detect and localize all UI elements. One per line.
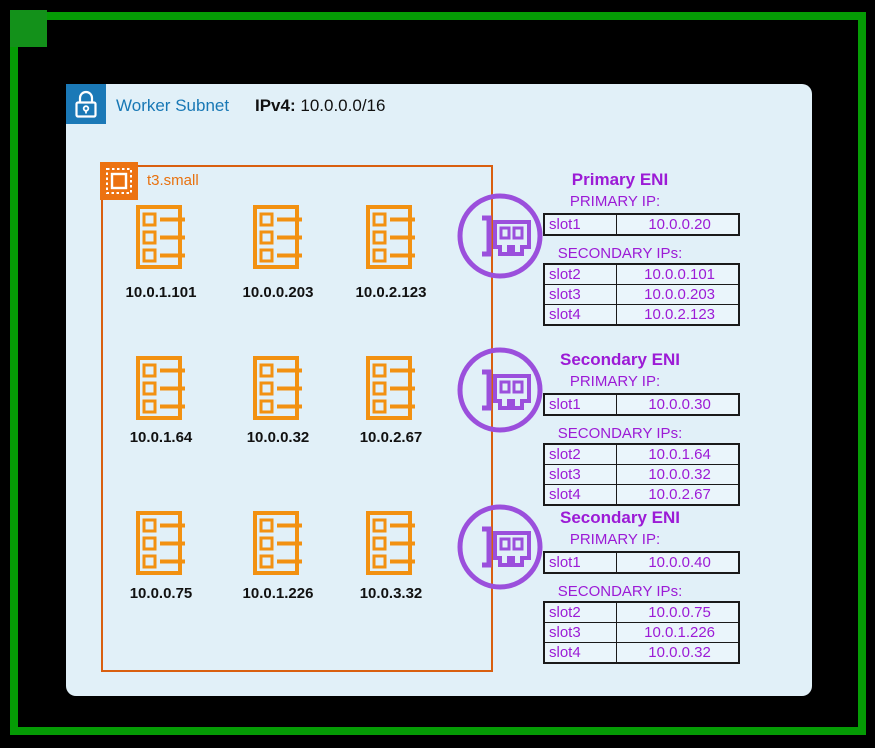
ip-cell: 10.0.0.30	[616, 393, 740, 416]
corner-square	[10, 10, 47, 47]
eni-title: Secondary ENI	[560, 350, 680, 369]
primary-ip-table: slot1 10.0.0.30	[543, 393, 740, 416]
slot-cell: slot1	[543, 393, 618, 416]
pod-ip-label: 10.0.2.123	[355, 284, 427, 301]
ip-cell: 10.0.0.101	[616, 263, 740, 285]
ip-cell: 10.0.0.32	[616, 642, 740, 664]
subnet-cidr-label: IPv4:	[255, 96, 296, 115]
table-row: slot4 10.0.0.32	[543, 642, 740, 664]
pod-manifest-icon	[366, 511, 415, 575]
pod-manifest-icon	[136, 511, 185, 575]
pod-ip-label: 10.0.1.101	[125, 284, 197, 301]
ip-cell: 10.0.1.226	[616, 622, 740, 643]
slot-cell: slot1	[543, 551, 618, 574]
pod-manifest-icon	[136, 205, 185, 269]
table-row: slot2 10.0.0.75	[543, 601, 740, 623]
ip-cell: 10.0.0.40	[616, 551, 740, 574]
ip-cell: 10.0.0.203	[616, 284, 740, 305]
ip-cell: 10.0.0.20	[616, 213, 740, 236]
ip-cell: 10.0.2.67	[616, 484, 740, 506]
slot-cell: slot1	[543, 213, 618, 236]
secondary-ips-label: SECONDARY IPs:	[557, 425, 683, 442]
secondary-ips-label: SECONDARY IPs:	[557, 245, 683, 262]
secondary-ip-table: slot2 10.0.0.101 slot3 10.0.0.203 slot4 …	[543, 263, 740, 326]
ip-cell: 10.0.1.64	[616, 443, 740, 465]
pod-ip-label: 10.0.0.32	[246, 429, 310, 446]
network-interface-icon	[457, 504, 543, 590]
slot-cell: slot2	[543, 443, 618, 465]
pod-ip-label: 10.0.0.75	[129, 585, 193, 602]
table-row: slot2 10.0.0.101	[543, 263, 740, 285]
pod-ip-label: 10.0.0.203	[242, 284, 314, 301]
pod-manifest-icon	[366, 205, 415, 269]
secondary-ip-table: slot2 10.0.0.75 slot3 10.0.1.226 slot4 1…	[543, 601, 740, 664]
table-row: slot1 10.0.0.40	[543, 551, 740, 574]
table-row: slot1 10.0.0.30	[543, 393, 740, 416]
subnet-cidr: IPv4: 10.0.0.0/16	[255, 96, 385, 116]
table-row: slot3 10.0.0.203	[543, 284, 740, 305]
network-interface-icon	[457, 347, 543, 433]
secondary-ip-table: slot2 10.0.1.64 slot3 10.0.0.32 slot4 10…	[543, 443, 740, 506]
primary-ip-label: PRIMARY IP:	[569, 193, 661, 210]
pod-manifest-icon	[253, 356, 302, 420]
slot-cell: slot2	[543, 263, 618, 285]
ip-cell: 10.0.0.32	[616, 464, 740, 485]
primary-ip-label: PRIMARY IP:	[569, 531, 661, 548]
ip-cell: 10.0.2.123	[616, 304, 740, 326]
network-interface-icon	[457, 193, 543, 279]
table-row: slot3 10.0.1.226	[543, 622, 740, 643]
lock-icon	[66, 84, 106, 124]
table-row: slot3 10.0.0.32	[543, 464, 740, 485]
instance-box	[101, 165, 493, 672]
instance-type-label: t3.small	[147, 172, 199, 189]
slot-cell: slot3	[543, 284, 618, 305]
primary-ip-table: slot1 10.0.0.20	[543, 213, 740, 236]
pod-ip-label: 10.0.3.32	[359, 585, 423, 602]
pod-manifest-icon	[366, 356, 415, 420]
slot-cell: slot4	[543, 484, 618, 506]
slot-cell: slot4	[543, 642, 618, 664]
eni-title: Primary ENI	[571, 170, 669, 189]
slot-cell: slot3	[543, 464, 618, 485]
table-row: slot1 10.0.0.20	[543, 213, 740, 236]
table-row: slot4 10.0.2.67	[543, 484, 740, 506]
eni-title: Secondary ENI	[560, 508, 680, 527]
table-row: slot4 10.0.2.123	[543, 304, 740, 326]
green-border-frame	[10, 12, 866, 735]
pod-manifest-icon	[253, 511, 302, 575]
slot-cell: slot3	[543, 622, 618, 643]
pod-manifest-icon	[136, 356, 185, 420]
ip-cell: 10.0.0.75	[616, 601, 740, 623]
pod-ip-label: 10.0.2.67	[359, 429, 423, 446]
primary-ip-label: PRIMARY IP:	[569, 373, 661, 390]
pod-manifest-icon	[253, 205, 302, 269]
subnet-title: Worker Subnet	[116, 96, 230, 115]
subnet-cidr-value: 10.0.0.0/16	[300, 96, 386, 115]
pod-ip-label: 10.0.1.64	[129, 429, 193, 446]
secondary-ips-label: SECONDARY IPs:	[557, 583, 683, 600]
eni-block-secondary-2: Secondary ENI PRIMARY IP: slot1 10.0.0.4…	[500, 508, 740, 668]
slot-cell: slot2	[543, 601, 618, 623]
slot-cell: slot4	[543, 304, 618, 326]
table-row: slot2 10.0.1.64	[543, 443, 740, 465]
primary-ip-table: slot1 10.0.0.40	[543, 551, 740, 574]
chip-icon	[100, 162, 138, 200]
eni-block-secondary-1: Secondary ENI PRIMARY IP: slot1 10.0.0.3…	[500, 350, 740, 510]
worker-subnet-panel	[66, 84, 812, 696]
eni-block-primary: Primary ENI PRIMARY IP: slot1 10.0.0.20 …	[500, 170, 740, 330]
pod-ip-label: 10.0.1.226	[242, 585, 314, 602]
